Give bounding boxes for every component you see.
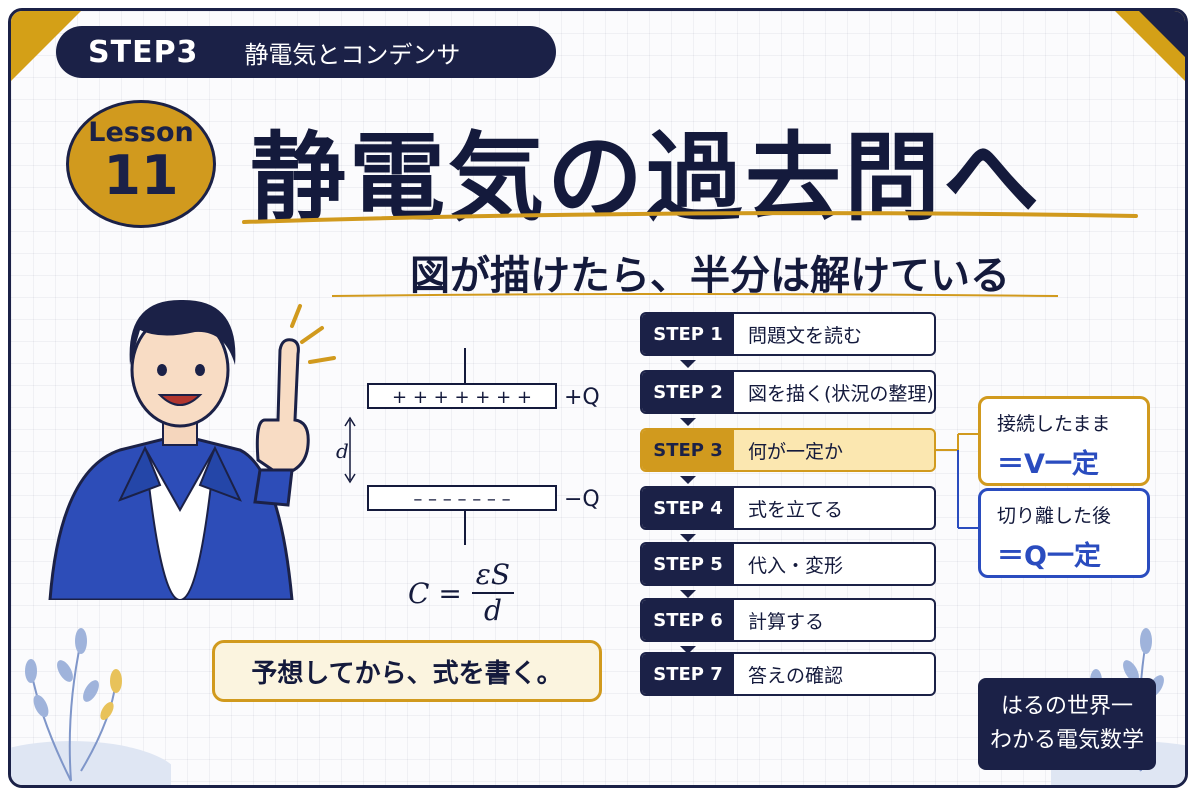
minus-signs: – – – – – – – <box>413 489 510 510</box>
callout-condition: 接続したまま <box>997 413 1111 435</box>
step-text: 問題文を読む <box>748 324 863 347</box>
step-number: STEP 2 <box>642 372 734 412</box>
step-text: 式を立てる <box>748 498 844 521</box>
step-number: STEP 5 <box>642 544 734 584</box>
tip-note: 予想してから、式を書く。 <box>212 640 602 702</box>
brand-line-1: はるの世界一 <box>1000 694 1133 719</box>
callout-condition: 切り離した後 <box>997 505 1112 527</box>
lesson-number: 11 <box>103 144 179 207</box>
title-underline <box>242 211 1138 224</box>
minus-charge-label: −Q <box>564 487 600 512</box>
callout-result: ＝Q一定 <box>997 541 1101 572</box>
step-text: 何が一定か <box>748 440 844 463</box>
capacitor-diagram: + + + + + + + +Q d – – – – – – – −Q <box>336 348 600 545</box>
step-badge: STEP3 静電気とコンデンサ <box>56 26 556 78</box>
arrow-down-icon <box>680 418 696 426</box>
step-text: 計算する <box>748 610 825 633</box>
arrow-down-icon <box>680 646 696 654</box>
step-text: 答えの確認 <box>748 664 844 687</box>
formula-numerator: εS <box>471 558 515 594</box>
step-badge-label: STEP3 <box>88 34 199 70</box>
lesson-label: Lesson <box>88 117 194 148</box>
step-item-6: STEP 6 計算する <box>640 598 936 642</box>
positive-plate <box>367 383 557 409</box>
step-number: STEP 3 <box>642 430 734 470</box>
formula-lhs: C = <box>408 576 462 610</box>
step-item-5: STEP 5 代入・変形 <box>640 542 936 586</box>
subtitle-underline <box>331 293 1059 297</box>
distance-label: d <box>336 439 349 463</box>
callout-voltage-constant: 接続したまま ＝V一定 <box>978 396 1150 486</box>
formula-denominator: d <box>483 594 502 627</box>
step-badge-topic: 静電気とコンデンサ <box>244 40 461 69</box>
capacitance-formula: C = εS d <box>408 558 515 628</box>
plus-charge-label: +Q <box>564 385 600 410</box>
negative-plate <box>367 485 557 511</box>
step-number: STEP 7 <box>642 654 734 694</box>
step-item-4: STEP 4 式を立てる <box>640 486 936 530</box>
step-item-1: STEP 1 問題文を読む <box>640 312 936 356</box>
step3-connector <box>936 433 978 529</box>
callout-result: ＝V一定 <box>997 449 1099 480</box>
plus-signs: + + + + + + + <box>392 387 532 408</box>
arrow-down-icon <box>680 590 696 598</box>
formula-fraction: εS d <box>471 558 515 628</box>
brand-line-2: わかる電気数学 <box>989 728 1144 753</box>
step-number: STEP 1 <box>642 314 734 354</box>
lesson-badge: Lesson 11 <box>66 100 216 228</box>
corner-decoration-top-right-inner <box>1139 11 1185 57</box>
arrow-down-icon <box>680 360 696 368</box>
step-item-3: STEP 3 何が一定か <box>640 428 936 472</box>
step-text: 図を描く(状況の整理) <box>748 382 934 405</box>
arrow-down-icon <box>680 534 696 542</box>
step-item-7: STEP 7 答えの確認 <box>640 652 936 696</box>
subtitle: 図が描けたら、半分は解けている <box>410 253 1010 299</box>
arrow-down-icon <box>680 476 696 484</box>
brand-badge: はるの世界一 わかる電気数学 <box>978 678 1156 770</box>
step-text: 代入・変形 <box>748 554 844 577</box>
step-item-2: STEP 2 図を描く(状況の整理) <box>640 370 936 414</box>
step-number: STEP 6 <box>642 600 734 640</box>
teacher-illustration <box>48 299 336 600</box>
step-number: STEP 4 <box>642 488 734 528</box>
callout-charge-constant: 切り離した後 ＝Q一定 <box>978 488 1150 578</box>
plant-illustration-left <box>11 628 171 785</box>
